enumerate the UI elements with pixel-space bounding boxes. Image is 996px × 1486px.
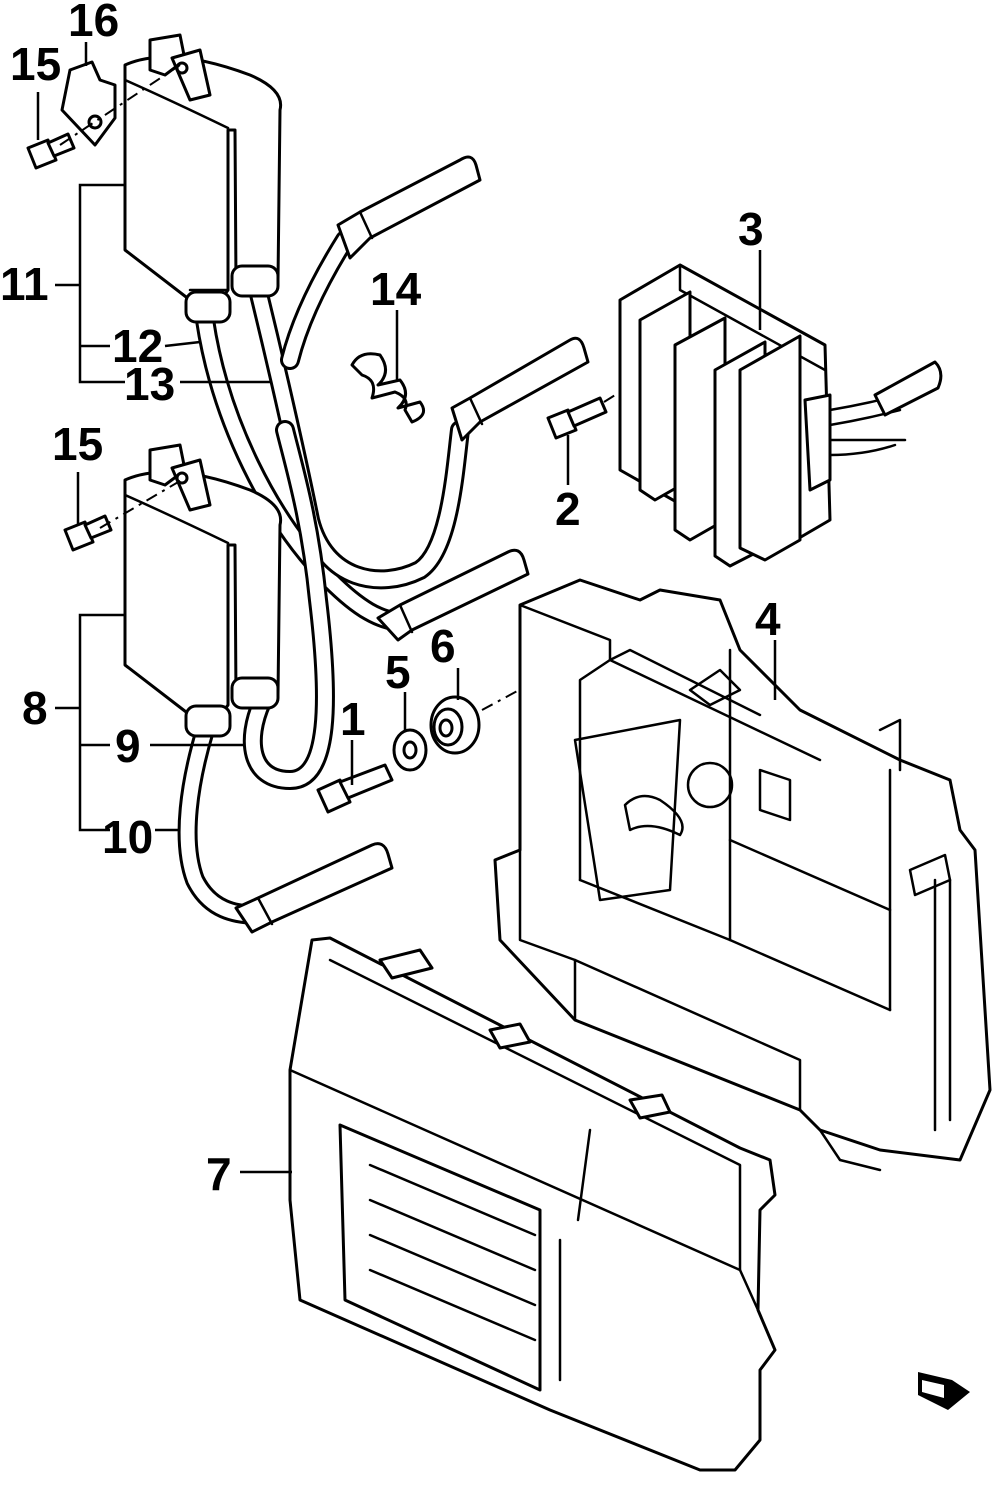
coil-bracket-16 <box>60 60 117 147</box>
callout-1: 1 <box>340 693 366 745</box>
bolt-axis-lower <box>99 477 186 529</box>
callout-15-upper: 15 <box>10 38 61 90</box>
callout-15-lower: 15 <box>52 418 103 470</box>
grommet-6 <box>429 695 481 755</box>
callout-6: 6 <box>430 620 456 672</box>
callout-2: 2 <box>555 483 581 535</box>
callout-14: 14 <box>370 263 422 315</box>
leader-lines <box>36 42 777 1174</box>
upper-ignition-coil <box>123 33 470 632</box>
plug-cap-lower <box>234 842 394 934</box>
bolt-15-lower <box>63 514 113 552</box>
callout-11: 11 <box>0 258 49 310</box>
wire-clip-14 <box>350 352 426 424</box>
battery-cover-7 <box>288 936 777 1472</box>
callout-13: 13 <box>124 358 175 410</box>
regulator-3 <box>618 263 943 568</box>
plug-cap-middle <box>376 548 530 642</box>
callout-3: 3 <box>738 203 764 255</box>
bolt-2 <box>546 396 608 440</box>
bolt-1 <box>316 763 394 814</box>
front-arrow-icon <box>918 1372 970 1410</box>
battery-case-4 <box>493 578 992 1172</box>
bolt-axis-upper <box>59 64 181 146</box>
callout-12: 12 <box>112 320 163 372</box>
callout-4: 4 <box>755 593 781 645</box>
washer-5 <box>392 728 428 772</box>
callout-9: 9 <box>115 720 141 772</box>
plug-cap-upper-1 <box>336 155 482 260</box>
lower-ignition-coil <box>123 420 335 925</box>
plug-cap-upper-2 <box>450 336 590 442</box>
callout-16: 16 <box>68 0 119 46</box>
callout-8: 8 <box>22 682 48 734</box>
callout-5: 5 <box>385 646 411 698</box>
callout-10: 10 <box>102 811 153 863</box>
callout-labels: 16 15 11 12 13 14 3 2 15 6 5 4 1 8 9 10 … <box>0 0 781 1200</box>
callout-7: 7 <box>206 1148 232 1200</box>
